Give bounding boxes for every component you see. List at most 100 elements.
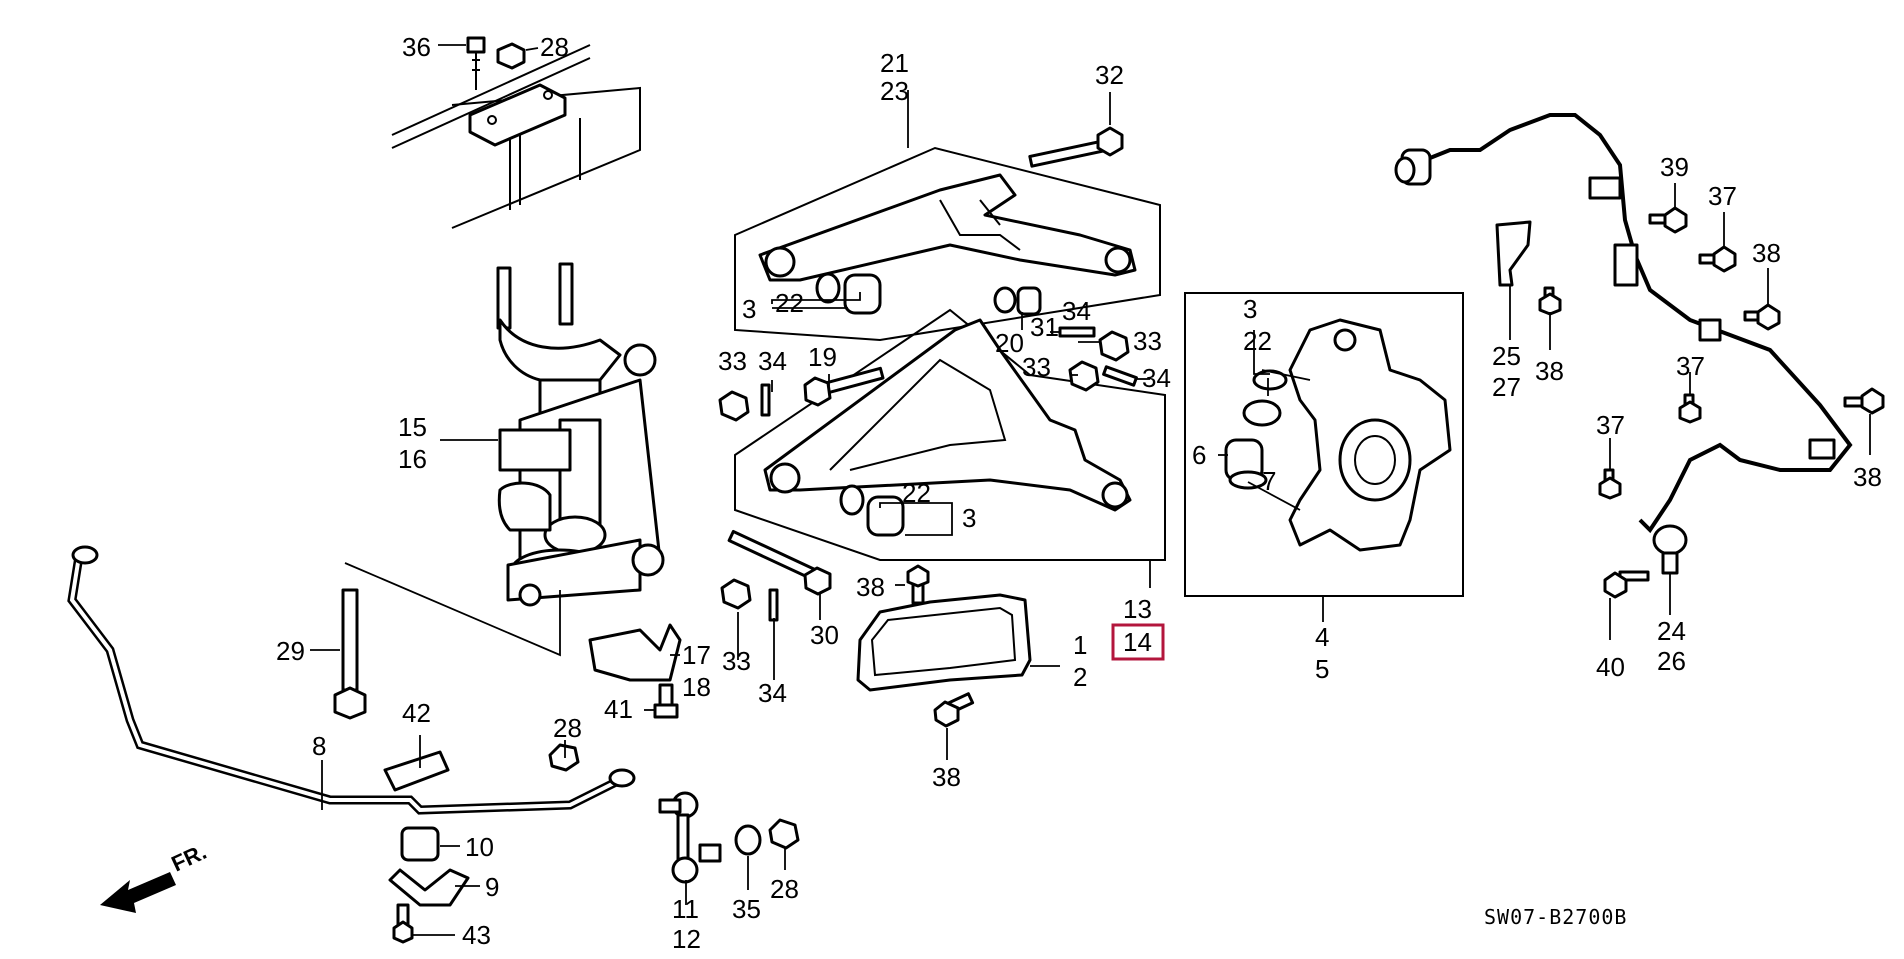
label-38-r2: 38 (1752, 238, 1781, 268)
pin-34-b (1102, 365, 1138, 387)
pin-34-d (768, 588, 779, 622)
label-37-low: 37 (1596, 410, 1625, 440)
label-7: 7 (1262, 466, 1276, 496)
label-22-knuckle: 22 (1243, 326, 1272, 356)
nut-33-c (718, 390, 750, 422)
label-3-knuckle: 3 (1243, 294, 1257, 324)
label-5: 5 (1315, 654, 1329, 684)
bracket-17 (588, 623, 682, 682)
bushing-parts-6-7-22 (1224, 369, 1288, 490)
label-37-top: 37 (1708, 181, 1737, 211)
stabilizer-bar (67, 545, 636, 815)
label-39: 39 (1660, 152, 1689, 182)
pin-34-c (760, 383, 771, 417)
bolt-38-mid (906, 564, 930, 605)
label-21: 21 (880, 48, 909, 78)
label-41: 41 (604, 694, 633, 724)
label-11: 11 (672, 894, 699, 924)
direction-label: FR. (168, 839, 211, 877)
bracket-25 (1495, 220, 1532, 287)
label-8: 8 (312, 731, 326, 761)
bolt-43 (392, 903, 414, 944)
label-35: 35 (732, 894, 761, 924)
label-9: 9 (485, 872, 499, 902)
plate-42 (383, 750, 450, 792)
label-31: 31 (1030, 312, 1059, 342)
label-12: 12 (672, 924, 701, 954)
bolt-36 (466, 36, 486, 90)
label-28-low: 28 (770, 874, 799, 904)
bolt-38-r2 (1743, 303, 1781, 331)
bolt-37-b (1678, 393, 1702, 424)
label-26: 26 (1657, 646, 1686, 676)
lower-arm-box (734, 308, 1166, 561)
bolt-19 (803, 366, 885, 407)
part-labels: 36 28 21 23 32 3 22 33 34 19 20 31 34 33… (276, 32, 1882, 954)
label-33-d: 33 (722, 646, 751, 676)
label-3-lower: 3 (962, 503, 976, 533)
frame-rail (391, 44, 641, 229)
label-23: 23 (880, 76, 909, 106)
front-direction-arrow: FR. (100, 839, 210, 913)
label-38-low: 38 (932, 762, 961, 792)
label-24: 24 (1657, 616, 1686, 646)
bolt-39 (1648, 206, 1688, 234)
bolt-41 (653, 683, 679, 719)
knuckle (1288, 318, 1452, 552)
abs-sensor-harness (1394, 113, 1853, 575)
shield-plate (856, 593, 1032, 692)
bolt-30 (727, 529, 832, 596)
label-37-mid: 37 (1676, 351, 1705, 381)
washer-35 (734, 824, 762, 856)
label-18: 18 (682, 672, 711, 702)
label-28-top: 28 (540, 32, 569, 62)
bolt-37-a (1698, 245, 1737, 273)
label-34-c: 34 (1142, 363, 1171, 393)
highlight-box-14 (1111, 623, 1165, 661)
label-38-r3: 38 (1853, 462, 1882, 492)
bolt-32 (1028, 126, 1124, 168)
knuckle-box (1184, 292, 1464, 597)
label-36: 36 (402, 32, 431, 62)
upper-arm (758, 173, 1137, 315)
label-27: 27 (1492, 372, 1521, 402)
nut-28-low (768, 818, 800, 850)
leader-lines (310, 44, 1871, 936)
stabilizer-link (658, 791, 722, 884)
bolt-38-r3 (1843, 387, 1885, 415)
label-33-c: 33 (1022, 352, 1051, 382)
label-42: 42 (402, 698, 431, 728)
diagram-ref-code: SW07-B2700B (1484, 905, 1627, 929)
label-3-upper: 3 (742, 294, 756, 324)
label-32: 32 (1095, 60, 1124, 90)
label-25: 25 (1492, 341, 1521, 371)
nut-33-b (1068, 360, 1100, 392)
label-2: 2 (1073, 662, 1087, 692)
bracket-9 (388, 868, 470, 907)
label-4: 4 (1315, 622, 1329, 652)
label-10: 10 (465, 832, 494, 862)
label-6: 6 (1192, 440, 1206, 470)
label-22-lower: 22 (902, 478, 931, 508)
label-38-r1: 38 (1535, 356, 1564, 386)
label-17: 17 (682, 640, 711, 670)
label-15: 15 (398, 412, 427, 442)
lower-arm (763, 318, 1132, 537)
bushing-20-31 (993, 286, 1042, 316)
bolt-29 (333, 588, 367, 720)
label-1: 1 (1073, 630, 1087, 660)
bushing-10 (400, 826, 440, 862)
label-13: 13 (1123, 594, 1152, 624)
nut-28-top (496, 42, 526, 70)
bolt-38-r1 (1538, 286, 1562, 316)
label-33-b: 33 (1133, 326, 1162, 356)
label-40: 40 (1596, 652, 1625, 682)
label-22-upper: 22 (775, 288, 804, 318)
nut-33-d (720, 578, 752, 610)
label-38-mid: 38 (856, 572, 885, 602)
label-34-left: 34 (758, 346, 787, 376)
nut-28-mid (548, 743, 580, 772)
pin-34-a (1058, 326, 1096, 338)
label-16: 16 (398, 444, 427, 474)
